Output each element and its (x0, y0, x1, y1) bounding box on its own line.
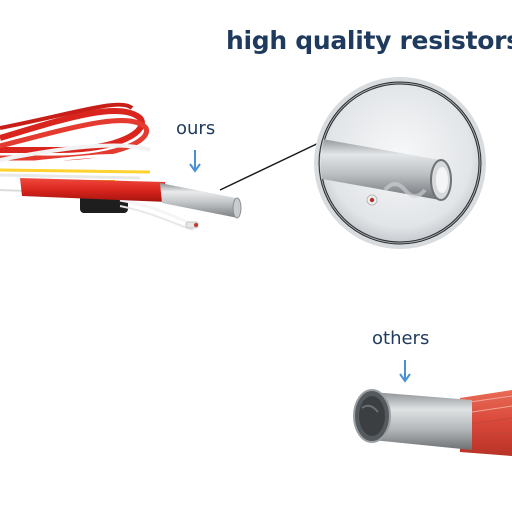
arrow-down-icon (189, 150, 201, 173)
others-cartridge (353, 389, 512, 456)
headline: high quality resistors (226, 26, 512, 55)
ours-cartridge-body (20, 178, 242, 219)
callout-line (219, 139, 326, 191)
ours-wire-bundle (0, 102, 199, 231)
magnified-view (314, 77, 486, 249)
label-ours: ours (176, 118, 216, 139)
arrow-down-icon (399, 360, 411, 383)
label-others: others (372, 328, 430, 349)
